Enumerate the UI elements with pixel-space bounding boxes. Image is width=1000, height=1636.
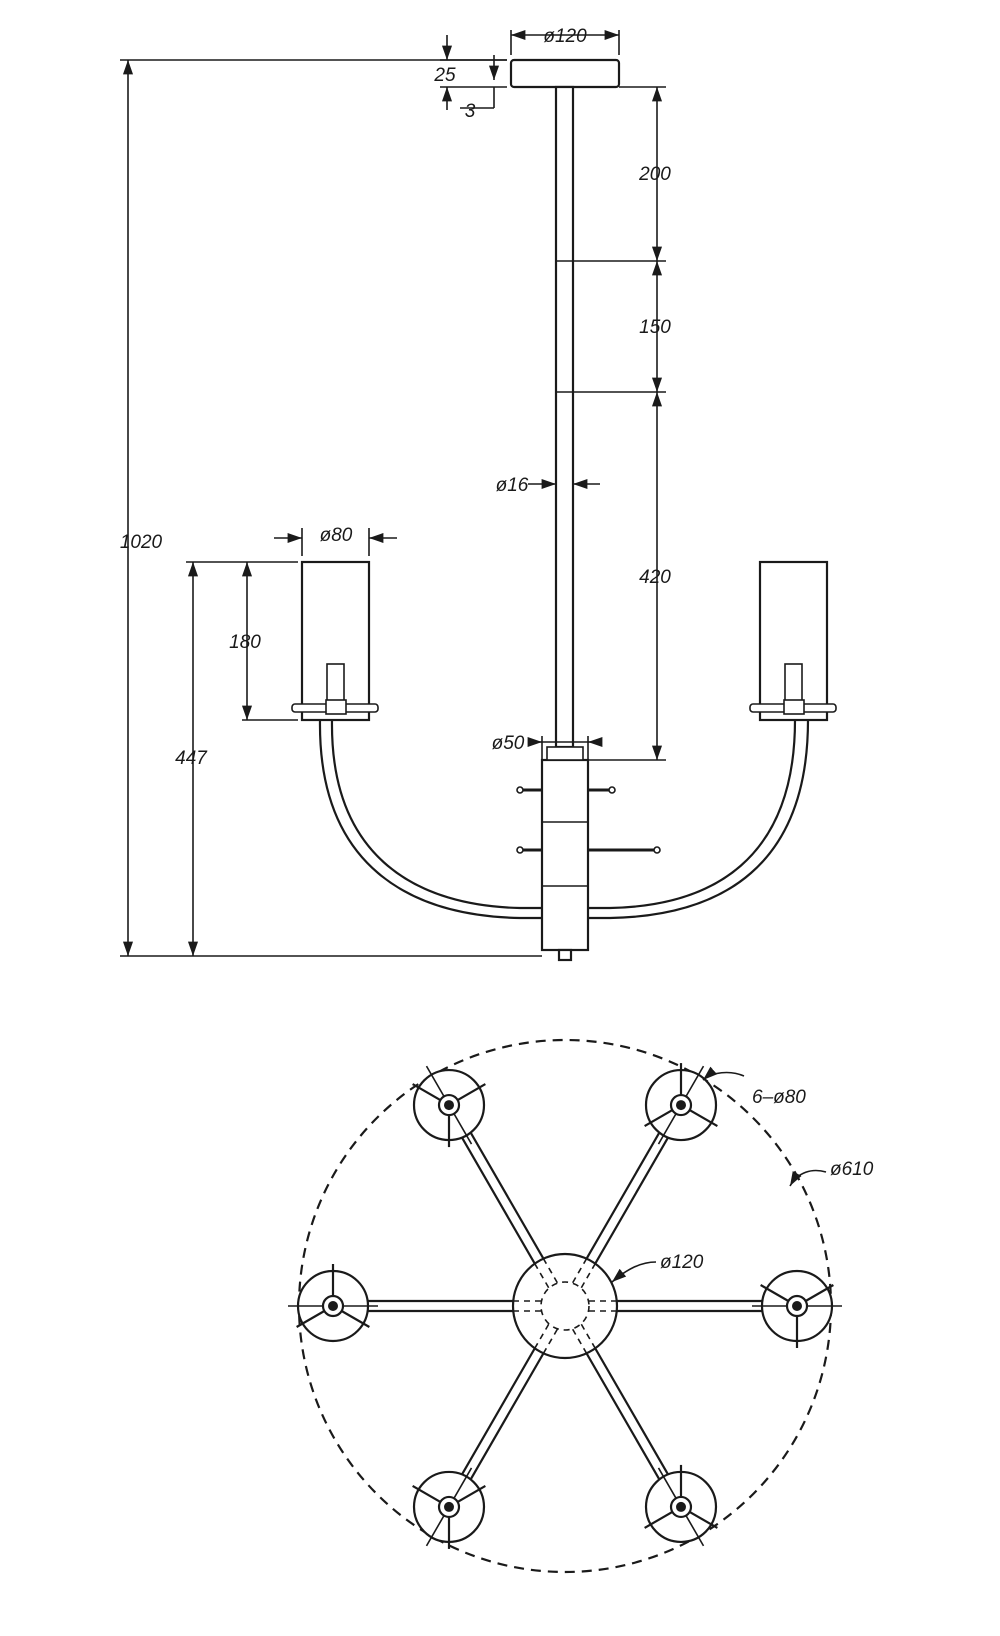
shade-top [644, 1063, 718, 1145]
label-canopy-offset: 3 [465, 101, 476, 122]
label-shade-diameter: ø80 [320, 525, 353, 546]
left-arm [330, 719, 542, 910]
dim-body-diameter: ø50 [492, 733, 603, 760]
left-shade [291, 560, 379, 722]
label-lower-height: 447 [175, 748, 208, 769]
label-canopy-height: 25 [433, 65, 456, 86]
hub [511, 1252, 619, 1360]
label-rod-bottom: 420 [639, 567, 671, 588]
dim-canopy-height: 25 3 [433, 35, 507, 122]
label-span-diameter: ø610 [830, 1159, 874, 1180]
canopy [509, 58, 621, 89]
shade-top [288, 1264, 378, 1343]
right-shade [749, 560, 837, 722]
label-body-diameter: ø50 [492, 733, 525, 754]
dim-rod-diameter: ø16 [496, 475, 600, 496]
rod [554, 85, 575, 749]
shade-top [752, 1269, 842, 1348]
leader-shades: 6–ø80 [702, 1066, 806, 1108]
label-hub-diameter: ø120 [660, 1252, 704, 1273]
dim-canopy-diameter: ø120 [510, 26, 620, 55]
label-overall-height: 1020 [120, 532, 163, 553]
shade-top [412, 1467, 486, 1549]
dim-shade-diameter: ø80 [274, 525, 397, 556]
shade-top [644, 1464, 718, 1547]
dim-rod-segments: 200 150 420 [573, 86, 671, 761]
label-rod-mid: 150 [639, 317, 671, 338]
shade-tops [288, 1063, 842, 1549]
leader-span: ø610 [789, 1159, 874, 1187]
shade-top [412, 1065, 486, 1148]
label-canopy-diameter: ø120 [543, 26, 587, 47]
label-shade-height: 180 [229, 632, 261, 653]
dim-overall-height: 1020 [120, 59, 542, 957]
top-view: 6–ø80 ø610 ø120 [288, 1038, 874, 1574]
dim-lower-height: 447 [175, 561, 298, 956]
dim-shade-height: 180 [229, 562, 298, 721]
right-arm [588, 719, 797, 910]
label-rod-diameter: ø16 [496, 475, 529, 496]
label-shades: 6–ø80 [752, 1087, 806, 1108]
label-rod-top: 200 [638, 164, 671, 185]
side-view: ø120 25 3 200 150 420 [120, 26, 837, 962]
leader-hub: ø120 [611, 1252, 704, 1283]
central-body [516, 746, 661, 962]
